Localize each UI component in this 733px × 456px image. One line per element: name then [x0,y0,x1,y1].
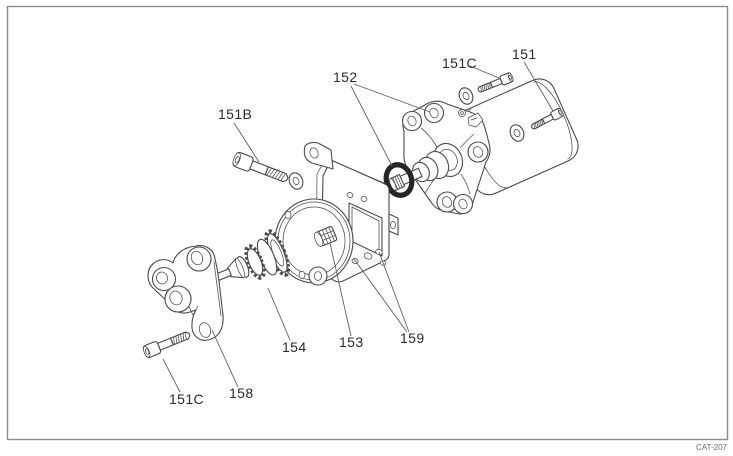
leader-152-a [353,83,431,113]
callout-151c-top: 151C [442,55,477,71]
leader-158 [211,329,239,388]
leader-lines [162,61,554,393]
part-bracket [147,245,224,341]
motor-bolt-boss [509,124,525,142]
plate-gasket-ring [274,198,354,284]
leader-153 [329,242,352,337]
diagram-frame-border [6,5,729,441]
callout-153: 153 [339,334,364,350]
part-bolt-151b [230,150,291,187]
leader-159-a [353,258,408,333]
callout-159: 159 [400,330,425,346]
washer-151b [286,170,306,192]
callout-151: 151 [512,46,537,62]
part-starter-motor [389,78,579,215]
leader-151c-top [469,65,500,79]
callout-151b: 151B [218,106,252,122]
callout-152: 152 [333,69,358,85]
terminal-detail [458,109,484,128]
leader-159-b [378,251,410,333]
leader-151b [233,122,260,163]
leader-154 [267,287,291,341]
plate-splined-bushing [314,226,338,247]
plate-holes [346,192,386,266]
callout-labels: 151B 152 151C 151 154 153 159 158 151C [169,46,537,407]
bracket-foot-hole [198,322,212,338]
washer-151c-top [456,85,476,107]
part-mounting-plate [274,141,399,286]
leader-152-b [350,85,393,167]
leader-151 [523,61,554,112]
plate-ears [303,141,399,286]
part-o-ring [383,162,415,198]
callout-151c-bottom: 151C [169,391,204,407]
callout-158: 158 [229,385,254,401]
part-pinion-gear [204,229,291,286]
callout-154: 154 [282,339,307,355]
motor-shaft [389,142,464,192]
part-bolt-151c-bottom [141,328,193,360]
housing-ear-bosses [401,102,489,215]
leader-151c-bottom [162,358,181,393]
figure-code: CAT-207 [696,443,728,452]
housing-webbing [420,127,475,195]
